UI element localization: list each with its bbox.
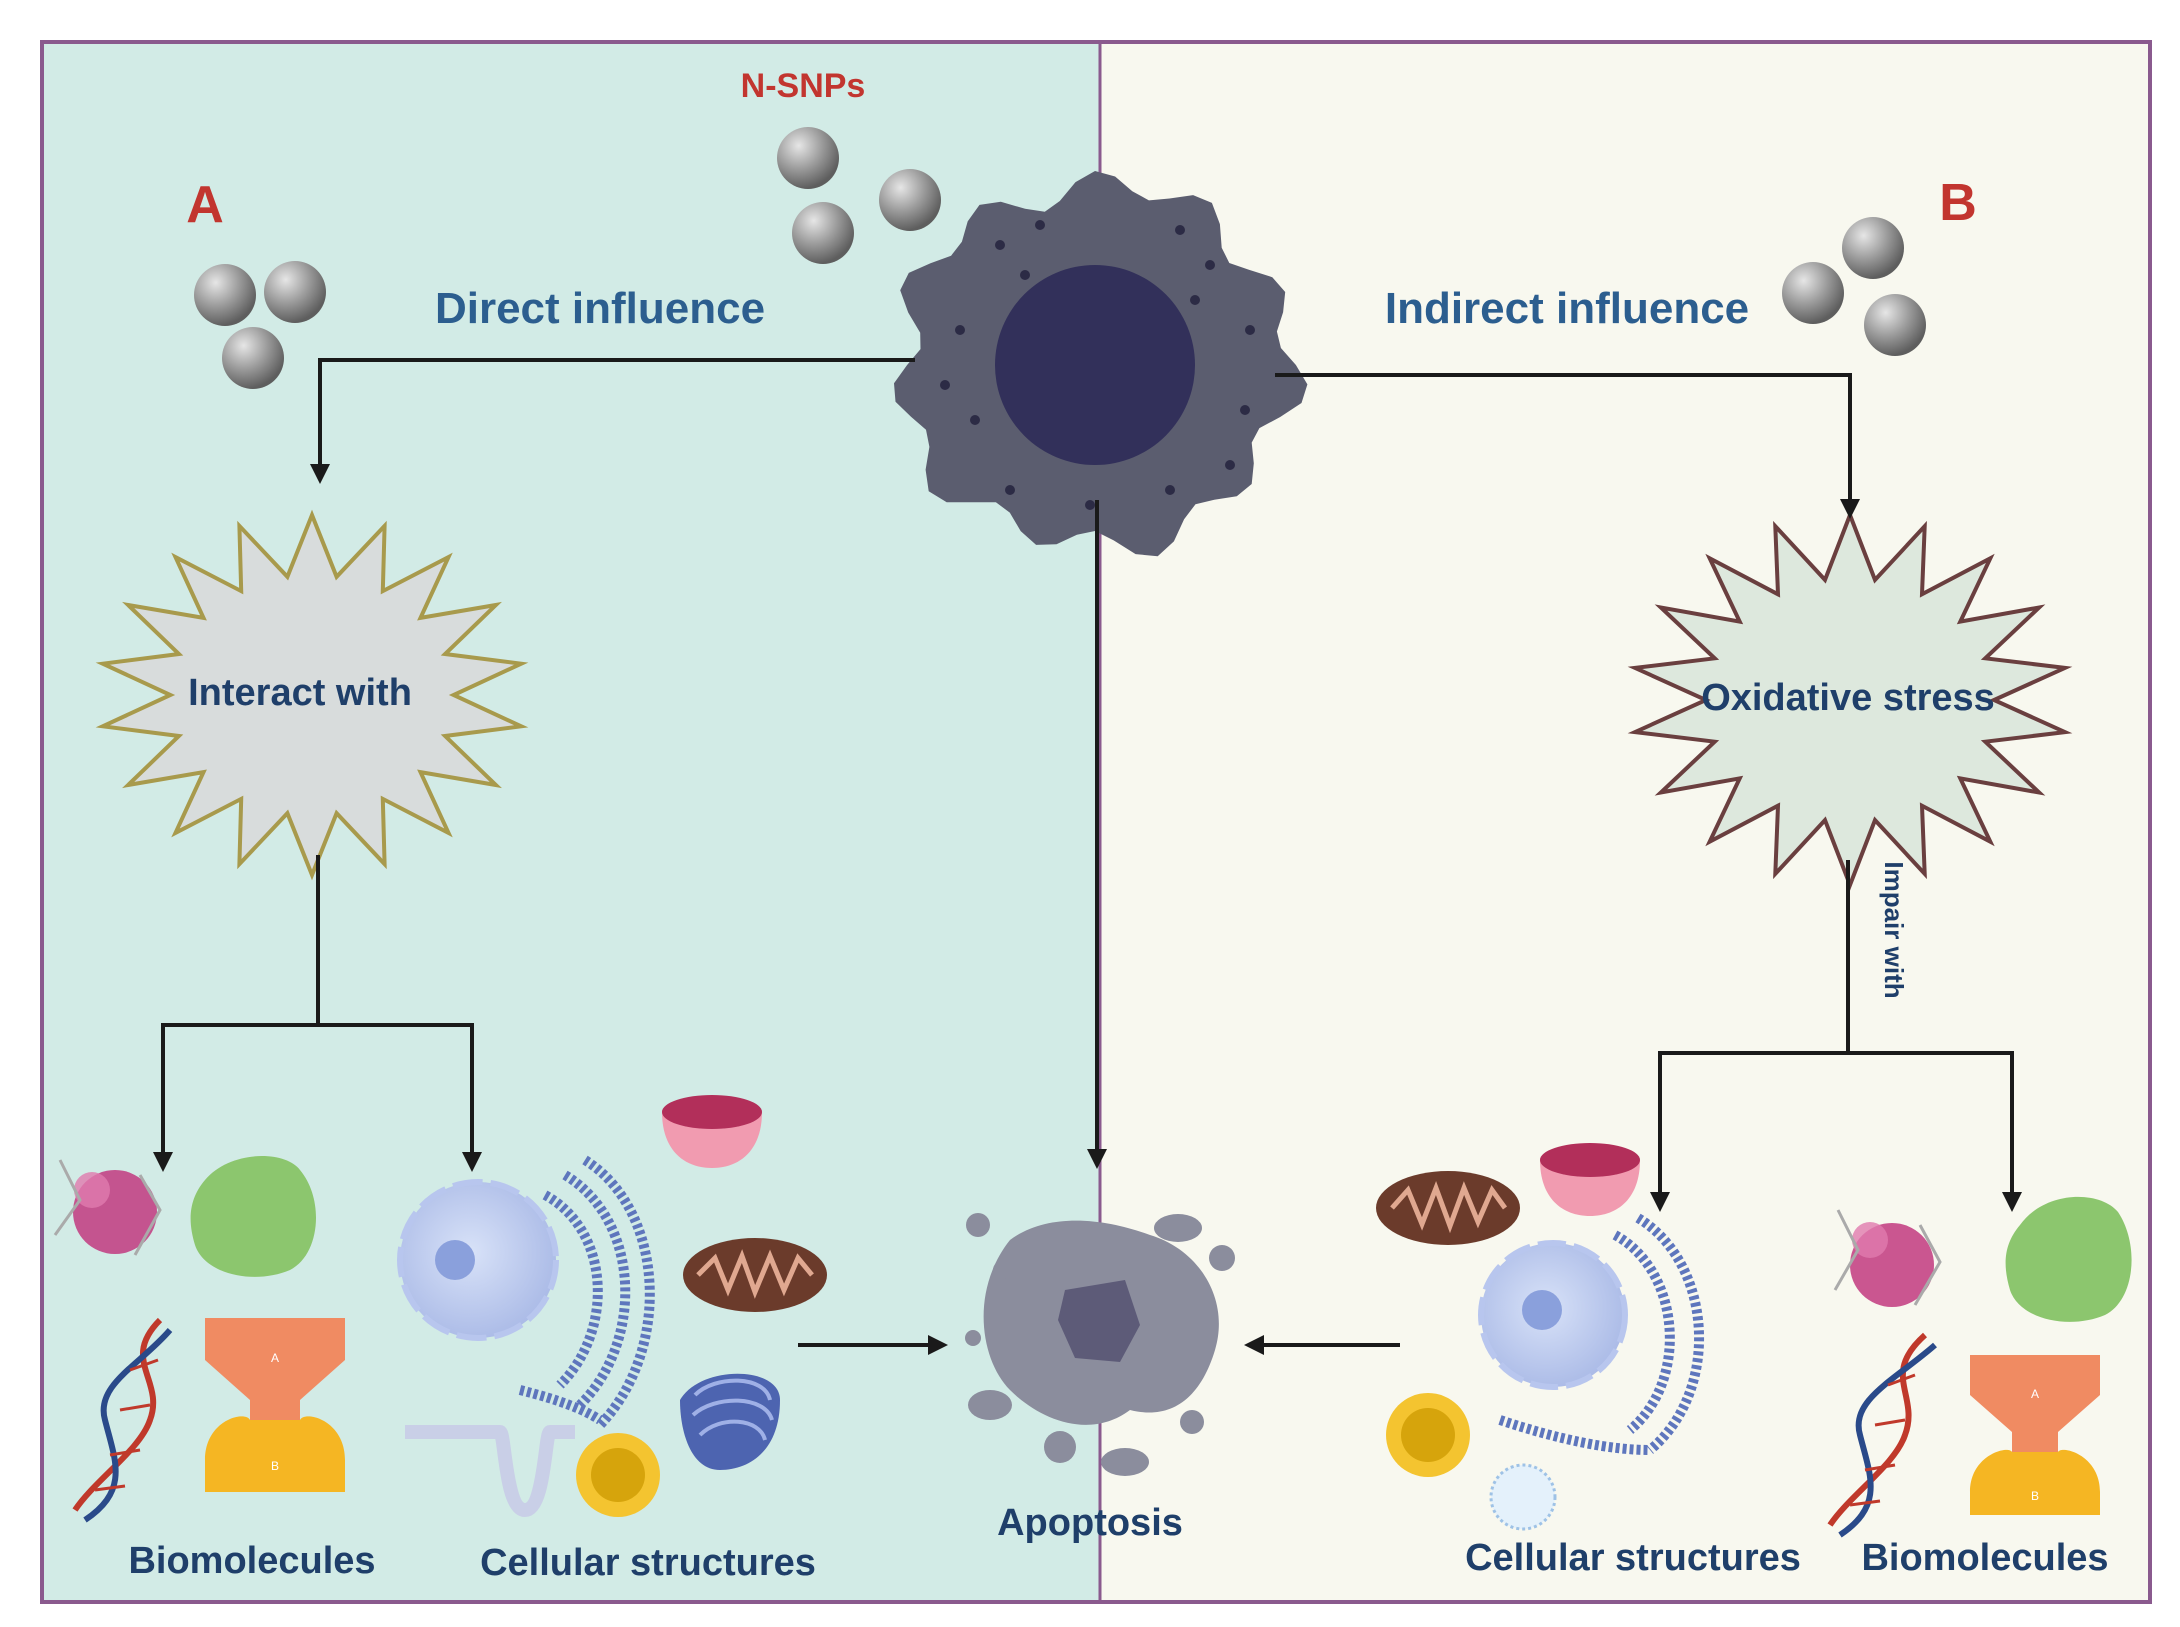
panel-b-letter: B — [1939, 174, 1977, 232]
apoptotic-cell — [965, 1213, 1235, 1476]
interact-branch-right — [318, 1023, 482, 1172]
connector-lines — [153, 358, 2022, 1355]
golgi-apparatus-icon — [680, 1373, 780, 1470]
direct-influence-arrow — [310, 358, 915, 484]
nanoparticle-cluster-top — [777, 127, 941, 264]
biomolecules-label-a: Biomolecules — [128, 1540, 375, 1582]
nucleus-er-icon-b — [1478, 1213, 1704, 1455]
cellular-structures-label-b: Cellular structures — [1465, 1537, 1801, 1579]
indirect-influence-arrow — [1275, 373, 1860, 519]
nucleus-er-icon-a — [397, 1155, 655, 1429]
cell-nucleus — [995, 265, 1195, 465]
mitochondrion-icon-b — [1376, 1171, 1520, 1245]
interact-with-starburst — [95, 509, 529, 881]
diagram-border — [40, 40, 2152, 1604]
biomolecules-label-b: Biomolecules — [1861, 1537, 2108, 1579]
protein-structure-icon-b — [1833, 1209, 1942, 1307]
vesicle-bowl-icon-b — [1540, 1143, 1640, 1216]
protein-structure-icon — [53, 1159, 162, 1256]
cell-membrane-icon — [405, 1425, 575, 1518]
indirect-influence-label: Indirect influence — [1385, 284, 1749, 333]
interact-branch-left — [153, 1023, 318, 1172]
nanoparticle-cluster-left — [194, 261, 326, 389]
lysosome-icon-b — [1386, 1393, 1470, 1477]
cellular-structures-label-a: Cellular structures — [480, 1542, 816, 1584]
lysosome-icon-a — [576, 1433, 660, 1517]
antibody-blob-icon — [190, 1156, 317, 1277]
panel-a-letter: A — [186, 176, 224, 234]
enzyme-substrate-icon-a: A B — [205, 1318, 345, 1492]
enzyme-bottom-label-a: B — [271, 1459, 279, 1473]
nanoparticle-cluster-right — [1782, 217, 1926, 356]
apoptosis-label: Apoptosis — [997, 1502, 1183, 1544]
enzyme-top-label-b: A — [2031, 1387, 2039, 1401]
interact-with-label: Interact with — [188, 672, 412, 714]
antibody-blob-icon-b — [2005, 1196, 2132, 1322]
enzyme-bottom-label-b: B — [2031, 1489, 2039, 1503]
mitochondrion-icon-a — [683, 1238, 827, 1312]
nsnps-label: N-SNPs — [741, 67, 866, 105]
impair-with-label: Impair with — [1879, 861, 1909, 998]
dna-helix-icon-b — [1827, 1332, 1937, 1538]
impair-branch-left — [1650, 1051, 1848, 1212]
enzyme-substrate-icon-b: A B — [1970, 1355, 2100, 1515]
enzyme-top-label-a: A — [271, 1351, 279, 1365]
vesicle-bowl-icon-a — [662, 1095, 762, 1168]
oxidative-stress-label: Oxidative stress — [1701, 677, 1995, 719]
impair-branch-right — [1848, 1051, 2022, 1212]
peroxisome-icon — [1489, 1463, 1557, 1531]
target-cell — [894, 171, 1308, 557]
direct-influence-label: Direct influence — [435, 284, 765, 333]
dna-helix-icon — [72, 1317, 173, 1523]
